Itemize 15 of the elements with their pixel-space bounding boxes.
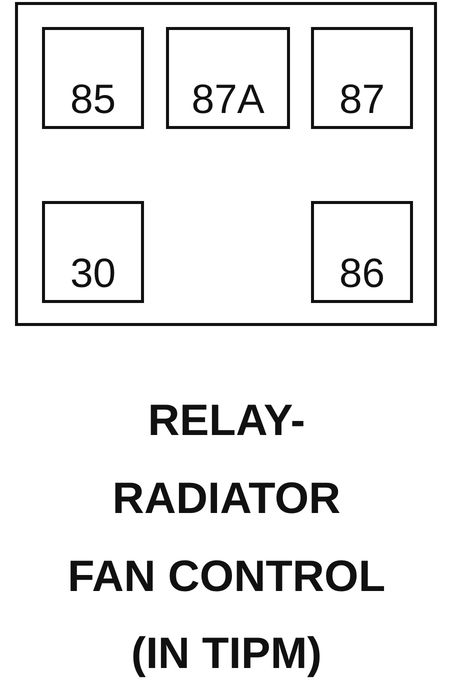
terminal-box xyxy=(42,201,144,303)
terminal-number: 87 xyxy=(339,79,385,120)
terminal-number: 86 xyxy=(339,253,385,294)
relay-label: RELAY- xyxy=(146,397,306,446)
terminal-number: 30 xyxy=(70,253,116,294)
terminal-number: 87A xyxy=(192,79,264,120)
relay-label: FAN CONTROL xyxy=(66,553,386,602)
relay-label: RADIATOR xyxy=(111,475,342,524)
relay-label: (IN TIPM) xyxy=(130,630,323,678)
relay-outline xyxy=(15,2,437,326)
terminal-box xyxy=(42,27,144,129)
terminal-number: 85 xyxy=(70,79,116,120)
terminal-box xyxy=(166,27,290,129)
terminal-box xyxy=(311,201,413,303)
terminal-box xyxy=(311,27,413,129)
